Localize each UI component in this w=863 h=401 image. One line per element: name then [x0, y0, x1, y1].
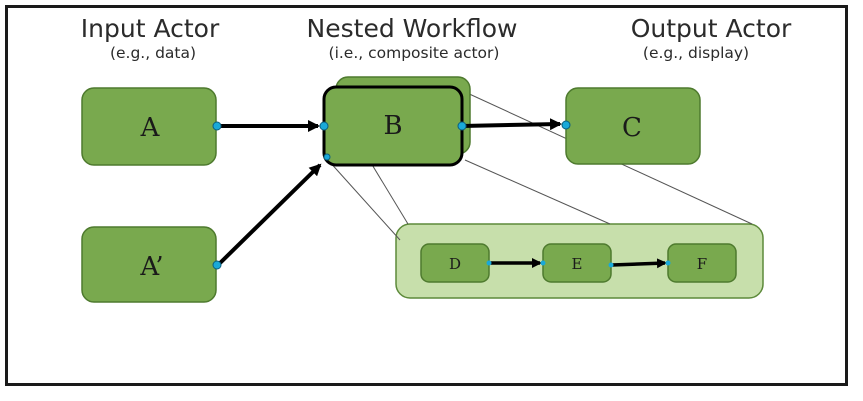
diagram-frame — [5, 5, 848, 386]
node-d-label: D — [449, 255, 461, 273]
nested-workflow-subtitle: (i.e., composite actor) — [329, 44, 500, 62]
port-b-in[interactable] — [319, 121, 329, 131]
node-f-label: F — [697, 255, 707, 273]
port-c-in[interactable] — [561, 120, 571, 130]
node-b-label: B — [383, 111, 402, 141]
port-d-out[interactable] — [486, 260, 492, 266]
port-a-prime-out[interactable] — [212, 260, 222, 270]
port-e-in[interactable] — [540, 260, 546, 266]
zoom-guide-line — [327, 159, 401, 241]
port-f-in[interactable] — [665, 260, 671, 266]
node-c-label: C — [622, 113, 642, 143]
node-a-label: A — [140, 113, 161, 143]
arrow-e-to-f — [611, 258, 667, 269]
output-actor-title: Output Actor — [631, 14, 792, 43]
zoom-guide-line — [464, 159, 611, 225]
arrow-b-to-c — [461, 118, 562, 131]
input-actor-title: Input Actor — [81, 14, 220, 43]
output-actor-subtitle: (e.g., display) — [643, 44, 749, 62]
nested-workflow-title: Nested Workflow — [307, 14, 518, 43]
port-b-in-2[interactable] — [323, 153, 331, 161]
input-actor-subtitle: (e.g., data) — [110, 44, 196, 62]
port-e-out[interactable] — [608, 262, 614, 268]
port-b-out[interactable] — [457, 121, 467, 131]
port-a-out[interactable] — [212, 121, 222, 131]
node-a-prime-label: A’ — [139, 252, 163, 282]
arrow-a-prime-to-b — [216, 163, 322, 267]
node-e-label: E — [572, 255, 583, 273]
